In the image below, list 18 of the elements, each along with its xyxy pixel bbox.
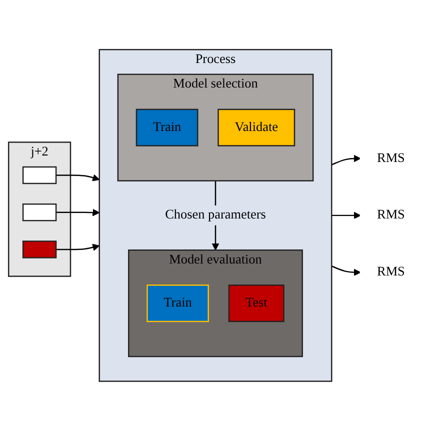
node-box [22,203,57,221]
node-box: Validate [218,108,296,146]
node-box: Train [146,284,209,322]
node-box: Test [228,284,284,322]
arrow [56,243,100,250]
arrow [56,208,100,216]
arrow [56,174,100,181]
node-box [22,166,57,184]
node-box: Train [136,108,198,146]
edge-label: Chosen parameters [165,208,266,222]
arrow [331,265,361,276]
arrow [332,211,361,219]
cluster: j+2 [8,141,72,276]
node-text: RMS [377,150,405,165]
node-text: RMS [377,208,405,222]
node-box [22,240,57,258]
node-text: RMS [377,264,405,279]
arrow [331,154,361,165]
